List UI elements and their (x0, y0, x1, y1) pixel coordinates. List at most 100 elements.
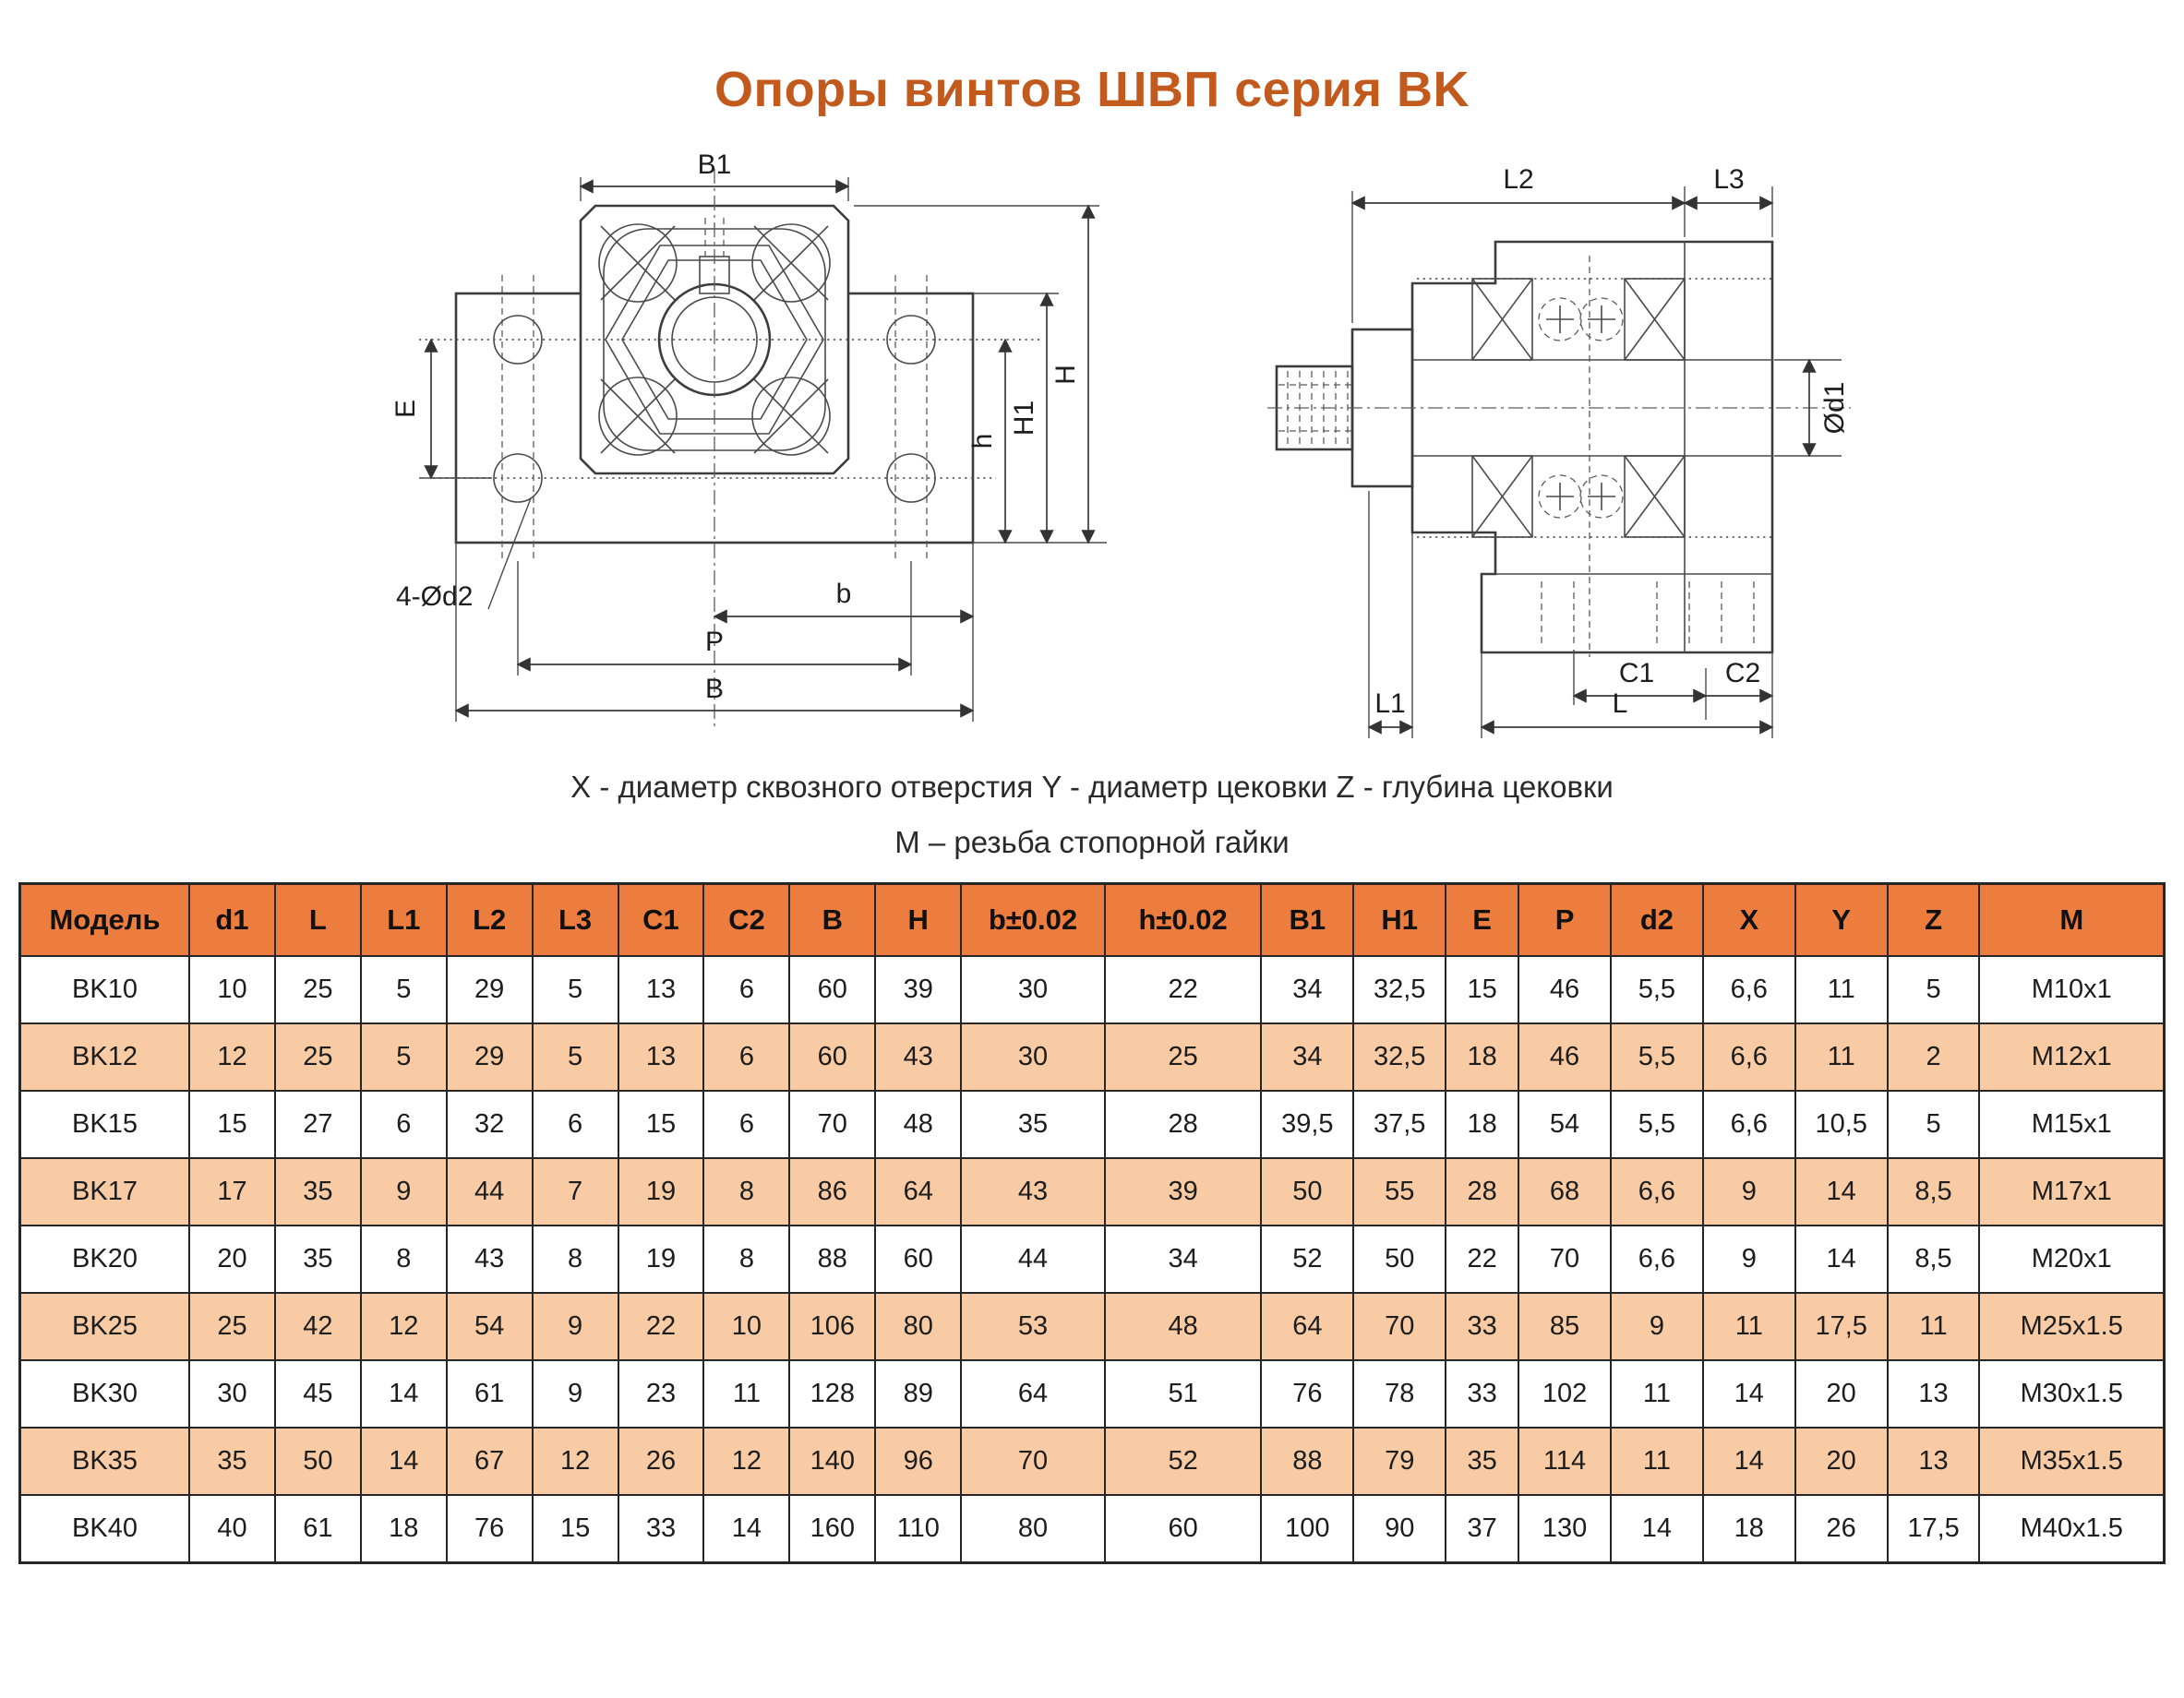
column-header: H1 (1352, 882, 1447, 957)
value-cell: 76 (1260, 1359, 1355, 1429)
value-cell: 25 (273, 955, 362, 1024)
value-cell: 18 (1701, 1494, 1796, 1564)
value-cell: 9 (531, 1292, 619, 1361)
value-cell: 34 (1103, 1225, 1263, 1294)
value-cell: 12 (188, 1022, 276, 1092)
value-cell: 6,6 (1701, 955, 1796, 1024)
value-cell: 5 (1886, 955, 1981, 1024)
value-cell: 9 (1609, 1292, 1704, 1361)
column-header: C2 (702, 882, 791, 957)
value-cell: 30 (188, 1359, 276, 1429)
value-cell: 5 (531, 1022, 619, 1092)
value-cell: 70 (960, 1427, 1106, 1496)
value-cell: 44 (960, 1225, 1106, 1294)
bearing-symbols (1471, 278, 1686, 538)
dim-label-P: P (705, 627, 724, 657)
value-cell: 64 (960, 1359, 1106, 1429)
dim-label-L2: L2 (1503, 164, 1533, 195)
value-cell: 25 (188, 1292, 276, 1361)
model-cell: BK30 (18, 1359, 191, 1429)
value-cell: M15x1 (1978, 1090, 2166, 1159)
model-cell: BK17 (18, 1157, 191, 1226)
column-header: E (1445, 882, 1520, 957)
value-cell: 17,5 (1886, 1494, 1981, 1564)
dim-label-B1: B1 (698, 149, 732, 180)
value-cell: 96 (874, 1427, 963, 1496)
column-header: B (788, 882, 877, 957)
value-cell: 6 (531, 1090, 619, 1159)
dim-label-L3: L3 (1713, 164, 1744, 195)
model-cell: BK15 (18, 1090, 191, 1159)
value-cell: 9 (1701, 1225, 1796, 1294)
value-cell: 2 (1886, 1022, 1981, 1092)
flange-bolt-holes (598, 223, 831, 456)
value-cell: 22 (1445, 1225, 1520, 1294)
value-cell: 34 (1260, 1022, 1355, 1092)
value-cell: 6 (702, 1022, 791, 1092)
value-cell: 35 (960, 1090, 1106, 1159)
value-cell: 70 (788, 1090, 877, 1159)
value-cell: 34 (1260, 955, 1355, 1024)
value-cell: 17,5 (1794, 1292, 1889, 1361)
value-cell: 50 (1260, 1157, 1355, 1226)
value-cell: 60 (874, 1225, 963, 1294)
value-cell: 45 (273, 1359, 362, 1429)
value-cell: 35 (1445, 1427, 1520, 1496)
column-header: b±0.02 (960, 882, 1106, 957)
value-cell: 8,5 (1886, 1225, 1981, 1294)
technical-drawings: B1 E 4-Ød2 b P B h H1 (0, 120, 2184, 759)
value-cell: 14 (1701, 1359, 1796, 1429)
value-cell: 67 (445, 1427, 534, 1496)
model-cell: BK10 (18, 955, 191, 1024)
value-cell: 35 (273, 1225, 362, 1294)
column-header: L3 (531, 882, 619, 957)
page-title: Опоры винтов ШВП серия BK (714, 62, 1470, 117)
column-header: L (273, 882, 362, 957)
value-cell: 8 (702, 1157, 791, 1226)
value-cell: 20 (1794, 1359, 1889, 1429)
value-cell: 8 (359, 1225, 448, 1294)
column-header: X (1701, 882, 1796, 957)
value-cell: 11 (1609, 1359, 1704, 1429)
value-cell: 14 (1609, 1494, 1704, 1564)
column-header: Z (1886, 882, 1981, 957)
model-cell: BK12 (18, 1022, 191, 1092)
column-header: M (1978, 882, 2166, 957)
housing-section-outline (1410, 240, 1774, 654)
value-cell: 13 (617, 955, 705, 1024)
value-cell: 37,5 (1352, 1090, 1447, 1159)
value-cell: 14 (359, 1359, 448, 1429)
value-cell: 42 (273, 1292, 362, 1361)
model-cell: BK25 (18, 1292, 191, 1361)
value-cell: 35 (273, 1157, 362, 1226)
value-cell: 5 (1886, 1090, 1981, 1159)
value-cell: 32 (445, 1090, 534, 1159)
value-cell: 50 (1352, 1225, 1447, 1294)
value-cell: 5 (359, 1022, 448, 1092)
value-cell: 26 (617, 1427, 705, 1496)
model-cell: BK35 (18, 1427, 191, 1496)
value-cell: 106 (788, 1292, 877, 1361)
value-cell: 61 (445, 1359, 534, 1429)
dim-label-d1: Ød1 (1819, 382, 1850, 435)
value-cell: 14 (1794, 1157, 1889, 1226)
value-cell: 70 (1352, 1292, 1447, 1361)
value-cell: 102 (1518, 1359, 1612, 1429)
legend-line-2: М – резьба стопорной гайки (894, 825, 1290, 859)
value-cell: 39 (874, 955, 963, 1024)
value-cell: 110 (874, 1494, 963, 1564)
value-cell: 85 (1518, 1292, 1612, 1361)
value-cell: 54 (445, 1292, 534, 1361)
value-cell: 30 (960, 955, 1106, 1024)
value-cell: 19 (617, 1225, 705, 1294)
value-cell: 15 (1445, 955, 1520, 1024)
value-cell: 13 (1886, 1359, 1981, 1429)
dim-label-C1: C1 (1619, 658, 1654, 688)
